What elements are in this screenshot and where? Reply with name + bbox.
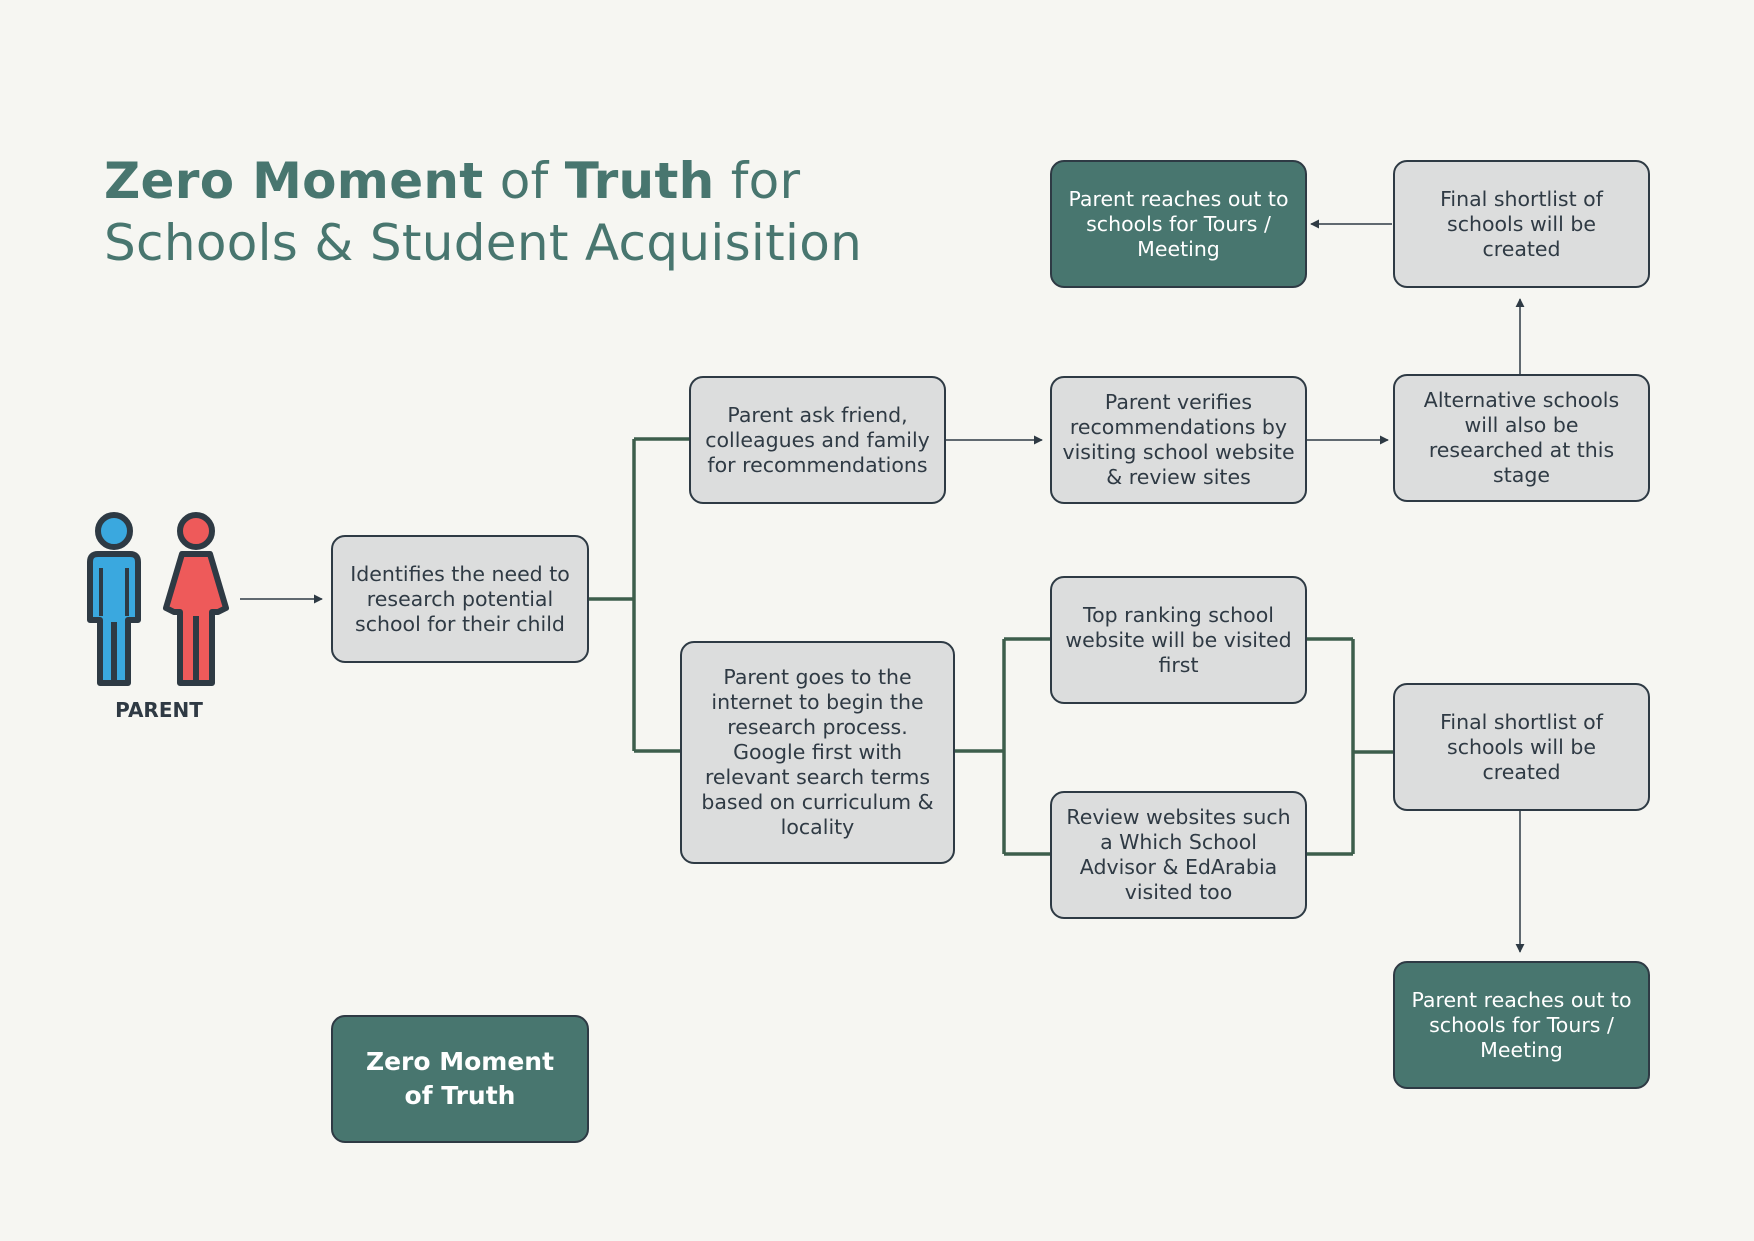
node-review-websites: Review websites such a Which School Advi… xyxy=(1050,791,1307,919)
bracket-shortlist xyxy=(1307,637,1393,856)
node-internet-research: Parent goes to the internet to begin the… xyxy=(680,641,955,864)
bracket-internet xyxy=(955,637,1050,856)
bracket-identify xyxy=(589,437,689,753)
node-alternative-schools: Alternative schools will also be researc… xyxy=(1393,374,1650,502)
node-identify-need: Identifies the need to research potentia… xyxy=(331,535,589,663)
parent-label: PARENT xyxy=(115,698,203,722)
node-top-ranking-website: Top ranking school website will be visit… xyxy=(1050,576,1307,704)
legend-zero-moment: Zero Moment of Truth xyxy=(331,1015,589,1143)
title-line2: Schools & Student Acquisition xyxy=(104,214,863,272)
title-of: of xyxy=(483,152,565,210)
parent-icon xyxy=(87,512,229,686)
node-ask-friends: Parent ask friend, colleagues and family… xyxy=(689,376,946,504)
node-reach-out-bottom: Parent reaches out to schools for Tours … xyxy=(1393,961,1650,1089)
node-final-shortlist-top: Final shortlist of schools will be creat… xyxy=(1393,160,1650,288)
title-for: for xyxy=(714,152,801,210)
node-verify-recommendations: Parent verifies recommendations by visit… xyxy=(1050,376,1307,504)
node-reach-out-top: Parent reaches out to schools for Tours … xyxy=(1050,160,1307,288)
title-truth: Truth xyxy=(564,152,715,210)
female-figure-icon xyxy=(163,512,229,686)
male-figure-icon xyxy=(87,512,141,686)
title-zero-moment: Zero Moment xyxy=(104,152,484,210)
node-final-shortlist-bottom: Final shortlist of schools will be creat… xyxy=(1393,683,1650,811)
diagram-title: Zero Moment of Truth for Schools & Stude… xyxy=(104,150,862,274)
